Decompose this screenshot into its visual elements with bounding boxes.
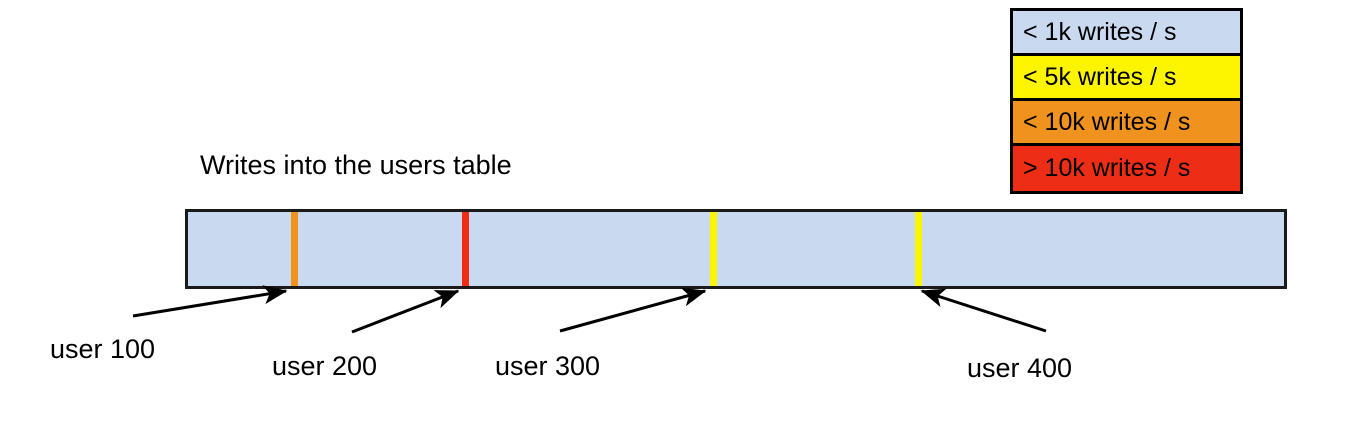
legend-label: < 5k writes / s [1023, 62, 1177, 91]
marker-user-200 [462, 212, 469, 286]
label-user-200: user 200 [272, 351, 378, 381]
label-user-400: user 400 [967, 353, 1073, 383]
arrow-user-400 [920, 288, 1047, 333]
legend-label: > 10k writes / s [1023, 154, 1191, 182]
marker-user-400 [915, 212, 922, 286]
arrow-user-100 [132, 285, 288, 318]
users-table-keyspace-bar [185, 209, 1287, 289]
legend-row-under-1k: < 1k writes / s [1013, 11, 1240, 56]
label-user-300: user 300 [495, 351, 601, 381]
legend-row-over-10k: > 10k writes / s [1013, 146, 1240, 191]
legend-row-under-10k: < 10k writes / s [1013, 101, 1240, 146]
chart-title: Writes into the users table [200, 150, 512, 180]
legend-row-under-5k: < 5k writes / s [1013, 56, 1240, 101]
legend: < 1k writes / s < 5k writes / s < 10k wr… [1010, 8, 1243, 194]
marker-user-300 [710, 212, 717, 286]
arrow-user-300 [559, 287, 707, 333]
marker-user-100 [291, 212, 298, 286]
arrow-user-200 [351, 289, 460, 334]
legend-label: < 10k writes / s [1023, 107, 1191, 136]
label-user-100: user 100 [50, 334, 156, 364]
legend-label: < 1k writes / s [1023, 17, 1177, 46]
